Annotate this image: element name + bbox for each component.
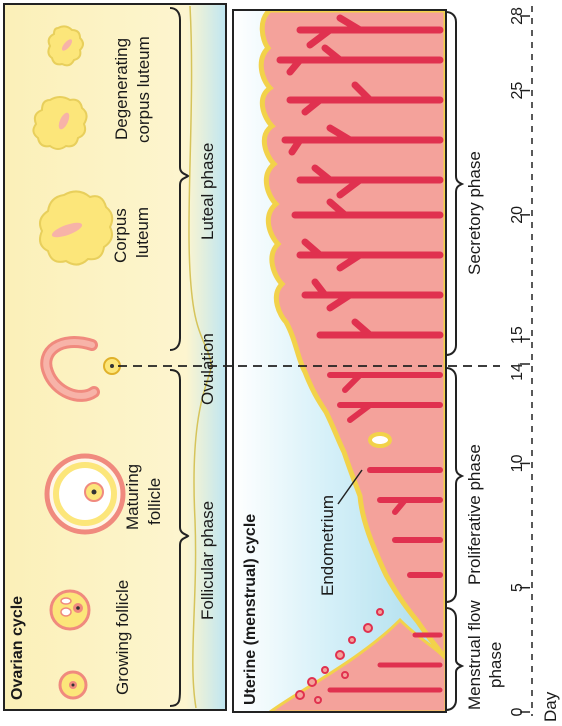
- endometrium-pointer: [337, 469, 363, 505]
- maturing-follicle: [44, 453, 126, 535]
- growing-follicle-label: Growing follicle: [113, 580, 132, 695]
- shed-fragments: [295, 608, 384, 704]
- ovarian-panel: Ovarian cycle: [3, 3, 227, 711]
- degenerating-corpus-luteum-label-1: Degenerating: [112, 38, 131, 140]
- proliferative-phase-label: Proliferative phase: [465, 444, 484, 585]
- primary-follicle: [58, 670, 88, 700]
- day-tick-label-15: 15: [509, 326, 526, 344]
- day-tick-label-0: 0: [509, 707, 526, 716]
- follicular-bracket: [169, 369, 190, 707]
- day-tick-label-25: 25: [509, 82, 526, 100]
- secretory-glands: [276, 14, 444, 339]
- uterine-cycle-heading: Uterine (menstrual) cycle: [242, 514, 259, 705]
- day-axis-label: Day: [541, 691, 560, 722]
- day-tick-label-28: 28: [509, 7, 526, 25]
- proliferative-glands: [327, 372, 443, 578]
- day-tick-label-5: 5: [509, 583, 526, 592]
- luteal-bracket: [169, 7, 190, 351]
- menstrual-glands: [327, 632, 443, 693]
- menstrual-phase-label-2: phase: [486, 642, 505, 688]
- day-tick-label-10: 10: [509, 454, 526, 472]
- luteal-phase-label: Luteal phase: [198, 143, 217, 240]
- degenerating-corpus-luteum-small: [47, 25, 84, 67]
- day-tick-label-20: 20: [509, 206, 526, 224]
- maturing-follicle-label-2: follicle: [145, 478, 164, 525]
- ovulation-label: Ovulation: [198, 333, 217, 405]
- ruptured-follicle: [40, 336, 121, 402]
- gland-crypts: [368, 432, 392, 448]
- secretory-phase-label: Secretory phase: [465, 151, 484, 275]
- corpus-luteum-label-2: luteum: [133, 207, 152, 258]
- endometrium-label: Endometrium: [318, 495, 337, 596]
- growing-follicle: [49, 589, 91, 631]
- corpus-luteum-label-1: Corpus: [111, 208, 130, 263]
- uterine-panel: Uterine (menstrual) cycle Endometrium: [232, 9, 447, 713]
- follicular-phase-label: Follicular phase: [198, 501, 217, 620]
- menstrual-phase-label-1: Menstrual flow: [465, 600, 484, 710]
- ovarian-cycle-heading: Ovarian cycle: [9, 596, 26, 700]
- maturing-follicle-label-1: Maturing: [123, 464, 142, 530]
- day-axis: 0 5 10 14 15 20 25 28 Day: [509, 6, 560, 722]
- degenerating-corpus-luteum-label-2: corpus luteum: [134, 36, 153, 143]
- day-tick-label-14: 14: [509, 363, 526, 381]
- corpus-luteum: [39, 190, 114, 266]
- uterine-phase-brackets: [445, 11, 465, 711]
- degenerating-corpus-luteum-large: [32, 96, 88, 150]
